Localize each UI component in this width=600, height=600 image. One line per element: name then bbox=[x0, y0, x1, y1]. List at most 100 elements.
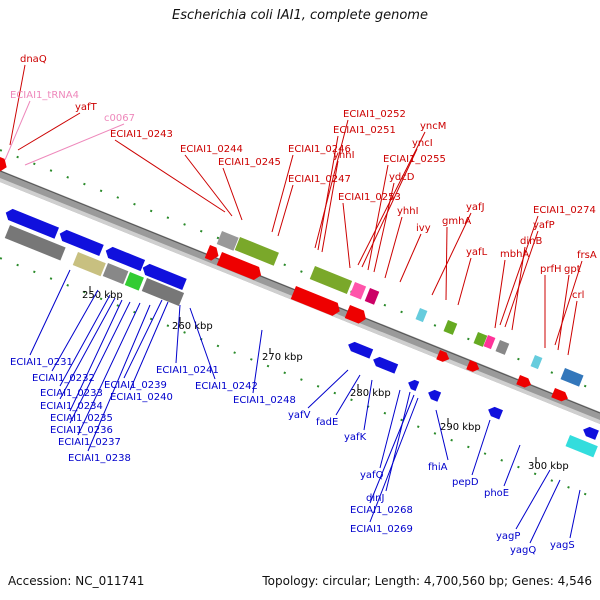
rna-leader bbox=[24, 123, 125, 166]
forward-gene-label: prfH bbox=[540, 264, 562, 275]
reverse-gene-label: ECIAI1_0268 bbox=[350, 505, 413, 516]
scale-tick-label: 300 kbp bbox=[528, 461, 569, 472]
forward-gene-label: ECIAI1_0243 bbox=[110, 129, 173, 140]
forward-gene-3 bbox=[204, 245, 219, 261]
reverse-gene-r1 bbox=[373, 356, 399, 374]
reverse-gene-label: pepD bbox=[452, 477, 479, 488]
forward-gene-r3 bbox=[551, 388, 568, 402]
reverse-leader bbox=[189, 307, 216, 380]
gene-block-a1 bbox=[72, 252, 106, 277]
reverse-gene-1 bbox=[59, 229, 104, 256]
reverse-gene-label: yagQ bbox=[510, 545, 536, 556]
reverse-gene-label: yafV bbox=[288, 410, 311, 421]
forward-leader bbox=[457, 257, 472, 306]
gene-block-a4 bbox=[141, 278, 185, 306]
reverse-gene-label: ECIAI1_0238 bbox=[68, 453, 131, 464]
rna-gene-label: c0067 bbox=[104, 113, 135, 124]
gene-block-a2 bbox=[102, 263, 129, 285]
forward-gene-label: yncM bbox=[420, 121, 446, 132]
reverse-gene-r2 bbox=[408, 379, 420, 392]
forward-gene-label: ECIAI1_0252 bbox=[343, 109, 406, 120]
forward-gene-label: ECIAI1_0255 bbox=[383, 154, 446, 165]
reverse-gene-label: yafQ bbox=[360, 470, 384, 481]
reverse-gene-label: ECIAI1_0236 bbox=[50, 425, 113, 436]
reverse-leader bbox=[471, 419, 491, 476]
gene-block-c5 bbox=[530, 354, 543, 370]
rna-leader bbox=[4, 100, 31, 161]
forward-gene-label: crl bbox=[572, 290, 584, 301]
gene-block-b2 bbox=[309, 266, 353, 294]
gene-block-b4 bbox=[364, 287, 380, 305]
reverse-leader bbox=[369, 394, 415, 504]
forward-leader bbox=[321, 160, 339, 253]
gene-block-c3 bbox=[483, 334, 496, 350]
reverse-leader bbox=[69, 301, 131, 424]
forward-gene-label: yafJ bbox=[466, 202, 485, 213]
reverse-leader bbox=[529, 479, 561, 544]
scale-tick-label: 260 kbp bbox=[172, 321, 213, 332]
reverse-gene-label: yafK bbox=[344, 432, 367, 443]
forward-gene-label: ECIAI1_0251 bbox=[333, 125, 396, 136]
reverse-gene-label: ECIAI1_0241 bbox=[156, 365, 219, 376]
accession-text: Accession: NC_011741 bbox=[8, 574, 145, 588]
reverse-gene-label: dinJ bbox=[366, 493, 384, 504]
forward-leader bbox=[222, 167, 243, 221]
reverse-gene-label: ECIAI1_0231 bbox=[10, 357, 73, 368]
gene-block-a0 bbox=[4, 225, 66, 261]
forward-gene-label: ydcD bbox=[389, 172, 415, 183]
forward-leader bbox=[399, 233, 422, 283]
reverse-leader bbox=[123, 299, 163, 379]
reverse-leader bbox=[363, 379, 373, 431]
forward-gene-label: dnaQ bbox=[20, 54, 47, 65]
reverse-gene-label: yagP bbox=[496, 531, 520, 542]
reverse-leader bbox=[435, 409, 449, 461]
reverse-leader bbox=[369, 397, 419, 523]
scale-tick-label: 290 kbp bbox=[440, 422, 481, 433]
reverse-gene-label: ECIAI1_0248 bbox=[233, 395, 296, 406]
forward-gene-label: yncI bbox=[412, 138, 433, 149]
forward-gene-label: ivy bbox=[416, 223, 431, 234]
reverse-leader bbox=[77, 302, 141, 436]
reverse-gene-label: ECIAI1_0239 bbox=[104, 380, 167, 391]
forward-gene-label: yafP bbox=[533, 220, 555, 231]
forward-gene-label: ECIAI1_0274 bbox=[533, 205, 596, 216]
forward-gene-label: mbhA bbox=[500, 249, 529, 260]
reverse-gene-r0 bbox=[348, 341, 374, 359]
reverse-gene-label: ECIAI1_0232 bbox=[32, 373, 95, 384]
gene-block-c6 bbox=[560, 368, 584, 387]
forward-gene-label: ECIAI1_0246 bbox=[288, 144, 351, 155]
forward-gene-1 bbox=[290, 286, 340, 316]
reverse-gene-2 bbox=[105, 246, 146, 272]
forward-leader bbox=[557, 274, 570, 351]
reverse-leader bbox=[307, 369, 349, 409]
forward-leader bbox=[184, 154, 233, 217]
scale-tick-label: 250 kbp bbox=[82, 290, 123, 301]
reverse-gene-3 bbox=[142, 263, 187, 290]
reverse-gene-r4 bbox=[488, 406, 503, 420]
gene-block-b1 bbox=[234, 237, 279, 266]
forward-leader bbox=[271, 154, 294, 233]
forward-gene-label: yhhI bbox=[333, 150, 355, 161]
reverse-gene-label: ECIAI1_0237 bbox=[58, 437, 121, 448]
reverse-leader bbox=[335, 374, 361, 416]
forward-leader bbox=[504, 230, 539, 328]
forward-leader bbox=[114, 139, 226, 213]
forward-leader bbox=[384, 216, 403, 279]
forward-gene-4 bbox=[0, 157, 7, 172]
forward-gene-label: yhhI bbox=[397, 206, 419, 217]
forward-leader bbox=[554, 260, 583, 346]
reverse-leader bbox=[385, 391, 411, 492]
reverse-gene-label: ECIAI1_0242 bbox=[195, 381, 258, 392]
forward-leader bbox=[499, 215, 539, 326]
gene-block-c1 bbox=[443, 320, 458, 335]
forward-gene-label: ECIAI1_0253 bbox=[338, 192, 401, 203]
forward-leader bbox=[567, 300, 578, 356]
reverse-leader bbox=[87, 304, 151, 452]
reverse-gene-label: phoE bbox=[484, 488, 509, 499]
reverse-leader bbox=[252, 329, 263, 394]
reverse-leader bbox=[569, 489, 581, 539]
forward-leader bbox=[445, 226, 448, 301]
gene-block-c4 bbox=[495, 340, 510, 355]
forward-gene-2 bbox=[344, 305, 366, 324]
